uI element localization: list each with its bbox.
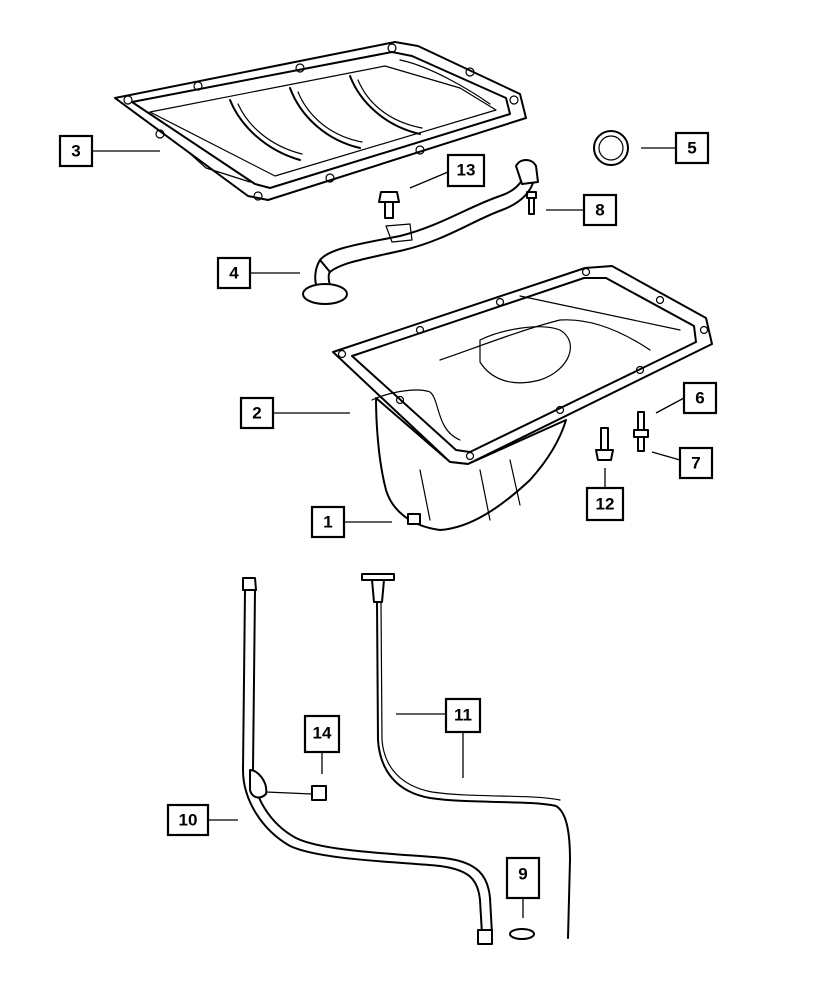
callout-label: 7 <box>691 454 700 473</box>
part-11-dipstick <box>361 573 571 939</box>
part-14-bolt <box>265 785 327 801</box>
part-5-o-ring <box>593 130 629 166</box>
part-8-bolt <box>526 191 537 215</box>
callout-label: 2 <box>252 404 261 423</box>
callout-label: 9 <box>518 865 527 884</box>
part-4-oil-pickup-tube <box>302 159 539 305</box>
leader-6 <box>655 397 685 414</box>
callout-14: 14 <box>303 714 341 754</box>
callout-7: 7 <box>678 446 714 480</box>
part-10-dipstick-tube <box>242 577 493 945</box>
callout-label: 3 <box>71 142 80 161</box>
callout-11: 11 <box>444 697 482 734</box>
part-6-7-stud <box>633 411 649 452</box>
leader-7 <box>651 451 681 461</box>
callout-9: 9 <box>505 856 541 900</box>
leader-13 <box>409 171 449 189</box>
callout-label: 6 <box>695 389 704 408</box>
callout-10: 10 <box>166 803 210 837</box>
callout-13: 13 <box>446 153 486 188</box>
callout-label: 8 <box>595 201 604 220</box>
callout-3: 3 <box>58 134 94 168</box>
callout-1: 1 <box>310 505 346 539</box>
part-13-bolt <box>378 191 400 219</box>
callout-label: 5 <box>687 139 696 158</box>
callout-label: 1 <box>323 513 332 532</box>
callout-label: 11 <box>454 706 472 725</box>
callout-label: 4 <box>229 264 239 283</box>
callout-12: 12 <box>585 486 625 522</box>
callout-label: 13 <box>457 161 476 180</box>
part-9-seal <box>509 928 535 940</box>
callout-6: 6 <box>682 381 718 415</box>
callout-8: 8 <box>582 193 618 227</box>
leader-lines <box>92 147 685 918</box>
callout-2: 2 <box>239 396 275 430</box>
callout-label: 10 <box>179 811 198 830</box>
part-2-oil-pan <box>332 265 713 531</box>
callout-4: 4 <box>216 256 252 290</box>
part-12-bolt <box>595 427 614 461</box>
callout-label: 12 <box>596 495 615 514</box>
callout-5: 5 <box>674 131 710 165</box>
part-3-windage-tray <box>114 41 527 201</box>
callout-label: 14 <box>313 724 332 743</box>
